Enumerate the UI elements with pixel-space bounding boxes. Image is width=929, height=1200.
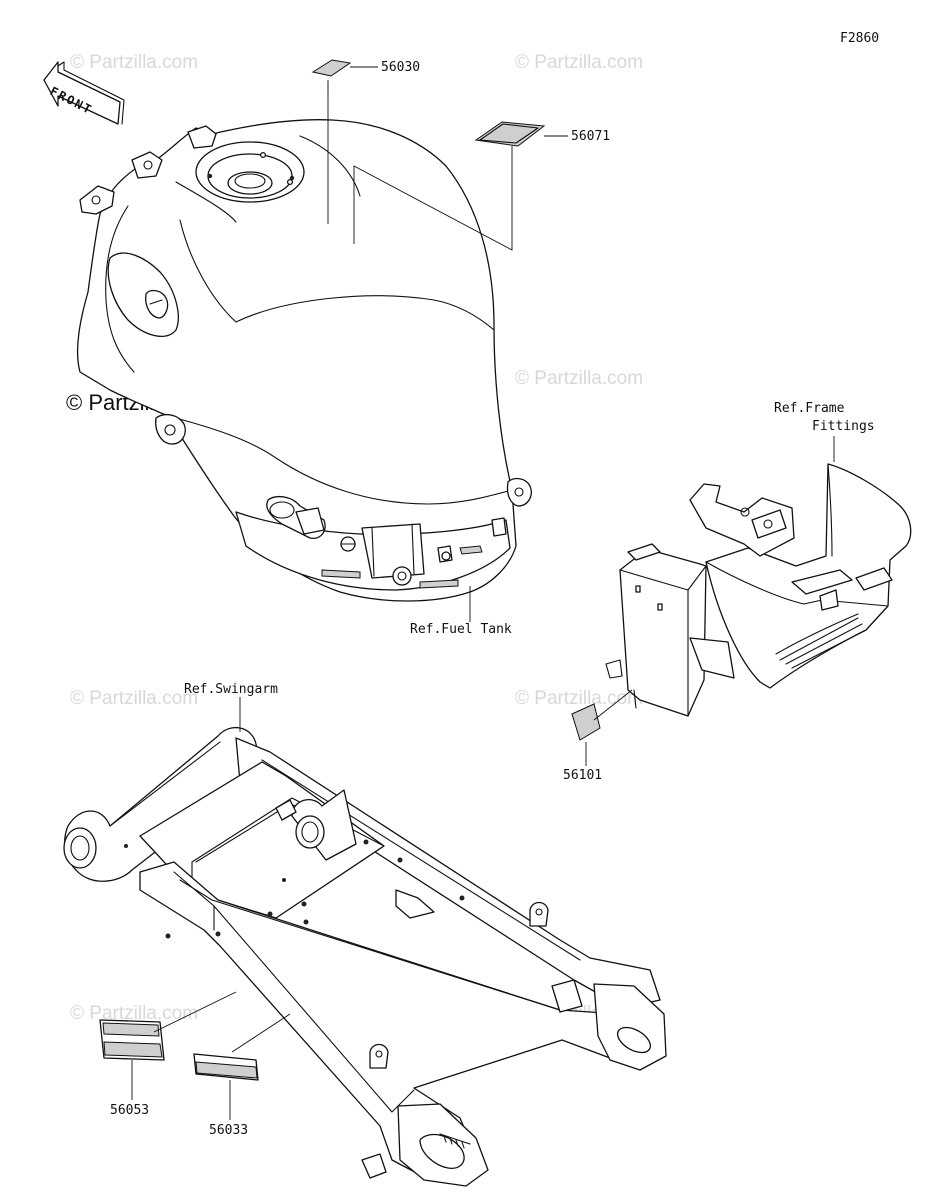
- fuel-tank-drawing: [76, 119, 532, 602]
- label-56030-sticker: [311, 59, 352, 77]
- watermark: © Partzilla.com: [70, 1003, 199, 1024]
- label-56101-sticker: [571, 703, 601, 741]
- ref-frame-fittings-label-line2: Fittings: [812, 419, 875, 434]
- part-number-56053: 56053: [110, 1103, 150, 1118]
- watermark: © Partzilla.com: [70, 52, 199, 73]
- label-56071-sticker: [474, 121, 546, 147]
- ref-swingarm-label: Ref.Swingarm: [184, 682, 278, 697]
- label-56033-sticker: [193, 1053, 259, 1081]
- part-number-56030: 56030: [381, 60, 421, 75]
- watermark: © Partzilla.com: [515, 368, 644, 389]
- part-number-56033: 56033: [209, 1123, 249, 1138]
- front-arrow-icon: [43, 61, 125, 125]
- frame-fittings-drawing: [605, 463, 912, 717]
- figure-code: F2860: [840, 31, 880, 46]
- swingarm-drawing: [63, 726, 667, 1187]
- watermark: © Partzilla.com: [70, 688, 199, 709]
- ref-frame-fittings-label-line1: Ref.Frame: [774, 401, 845, 416]
- watermark: © Partzilla.com: [515, 52, 644, 73]
- ref-fuel-tank-label: Ref.Fuel Tank: [410, 622, 512, 637]
- part-number-56101: 56101: [563, 768, 603, 783]
- watermark: © Partzilla.com: [515, 688, 644, 709]
- part-number-56071: 56071: [571, 129, 611, 144]
- label-56053-sticker: [99, 1019, 165, 1061]
